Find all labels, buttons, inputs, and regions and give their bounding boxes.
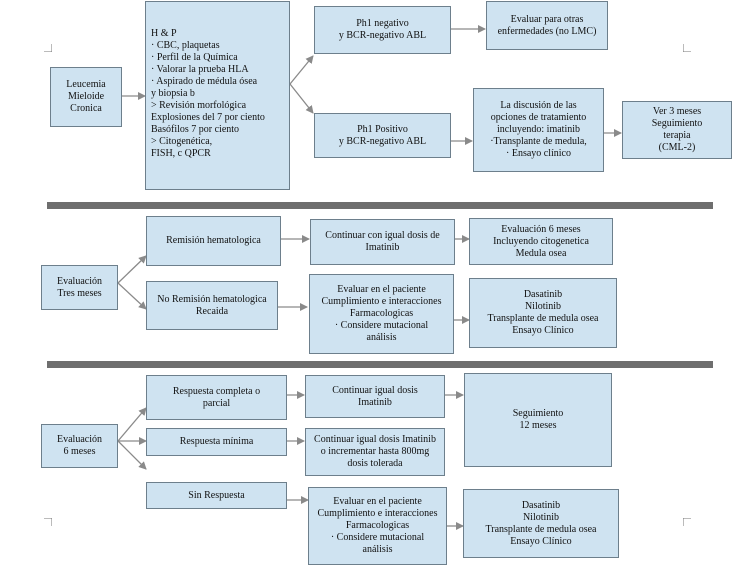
box-sin-respuesta: Sin Respuesta bbox=[146, 482, 287, 509]
box-seguimiento-12-meses: Seguimiento 12 meses bbox=[464, 373, 612, 467]
crop-mark bbox=[44, 44, 52, 52]
box-remision-hematologica: Remisión hematologica bbox=[146, 216, 281, 266]
box-continuar-igual-dosis: Continuar con igual dosis de Imatinib bbox=[310, 219, 455, 265]
arrow-eval3-remision bbox=[117, 255, 147, 284]
section-separator bbox=[47, 361, 713, 368]
box-incrementar-dosis: Continuar igual dosis Imatinib o increme… bbox=[305, 428, 445, 476]
box-evaluacion-6-meses: Evaluación 6 meses Incluyendo citogeneti… bbox=[469, 218, 613, 265]
arrow-hp-ph1neg bbox=[289, 55, 314, 85]
crop-mark bbox=[44, 518, 52, 526]
box-hp-workup: H & P · CBC, plaquetas · Perfil de la Qu… bbox=[145, 1, 290, 190]
arrow-eval3-noremision bbox=[117, 282, 147, 310]
box-ver-3-meses: Ver 3 meses Seguimiento terapia (CML-2) bbox=[622, 101, 732, 159]
box-ph1-negativo: Ph1 negativo y BCR-negativo ABL bbox=[314, 6, 451, 54]
box-evaluacion-tres-meses: Evaluación Tres meses bbox=[41, 265, 118, 310]
box-ph1-positivo: Ph1 Positivo y BCR-negativo ABL bbox=[314, 113, 451, 158]
crop-mark bbox=[683, 44, 691, 52]
box-evaluacion-6-meses-b: Evaluación 6 meses bbox=[41, 424, 118, 468]
box-continuar-igual-dosis-b: Continuar igual dosis Imatinib bbox=[305, 375, 445, 418]
box-evaluar-paciente-b: Evaluar en el paciente Cumplimiento e in… bbox=[308, 487, 447, 565]
crop-mark bbox=[683, 518, 691, 526]
box-leucemia: Leucemia Mieloide Cronica bbox=[50, 67, 122, 127]
section-separator bbox=[47, 202, 713, 209]
arrow-hp-ph1pos bbox=[289, 83, 314, 114]
arrow-eval6-completa bbox=[117, 407, 147, 442]
box-evaluar-paciente: Evaluar en el paciente Cumplimiento e in… bbox=[309, 274, 454, 354]
box-no-remision: No Remisión hematologica Recaida bbox=[146, 281, 278, 330]
box-respuesta-minima: Respuesta mínima bbox=[146, 428, 287, 456]
box-otras-enfermedades: Evaluar para otras enfermedades (no LMC) bbox=[486, 1, 608, 50]
box-respuesta-completa: Respuesta completa o parcial bbox=[146, 375, 287, 420]
box-discusion-tratamiento: La discusión de las opciones de tratamie… bbox=[473, 88, 604, 172]
box-dasatinib-b: Dasatinib Nilotinib Transplante de medul… bbox=[463, 489, 619, 558]
arrow-eval6-sin bbox=[117, 440, 147, 470]
box-dasatinib: Dasatinib Nilotinib Transplante de medul… bbox=[469, 278, 617, 348]
